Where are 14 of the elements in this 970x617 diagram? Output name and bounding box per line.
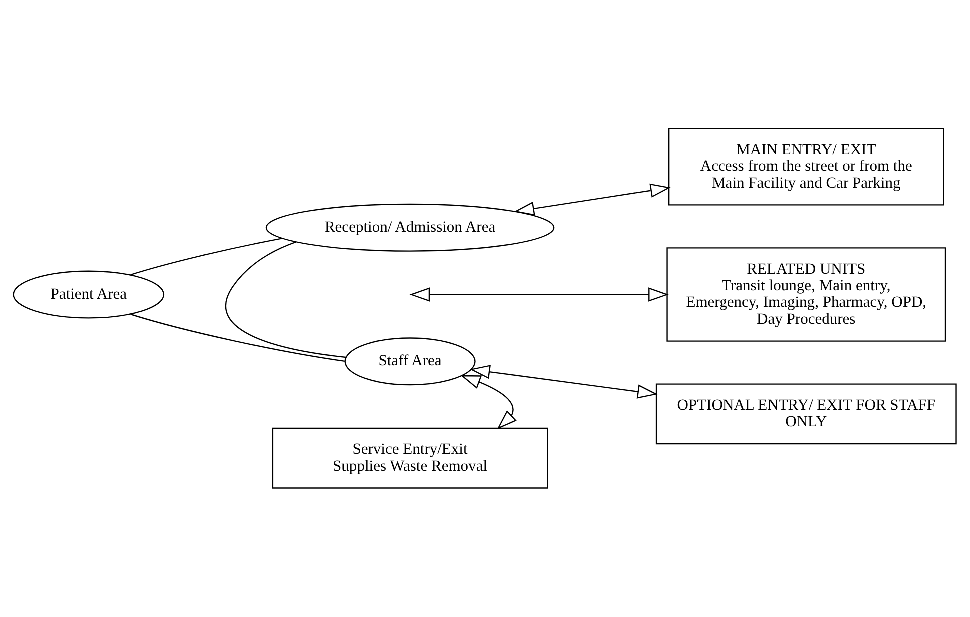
node-box: RELATED UNITS Transit lounge, Main entry, Emergency, Imaging, Pharmacy, OPD, Day Procedures [666,248,946,342]
node-box: MAIN ENTRY/ EXIT Access from the street or from the Main Facility and Car Parking [668,128,944,206]
node-box: OPTIONAL ENTRY/ EXIT FOR STAFF ONLY [656,384,957,445]
connector [130,314,345,362]
arrow [410,288,669,302]
arrow [470,365,658,399]
arrow [460,375,517,430]
arrow [514,184,671,216]
node-ellipse: Patient Area [13,270,165,319]
connector [226,242,346,358]
connector [130,238,282,276]
node-ellipse: Staff Area [344,338,476,386]
node-ellipse: Reception/ Admission Area [266,204,555,252]
node-box: Service Entry/Exit Supplies Waste Removal [272,428,548,489]
